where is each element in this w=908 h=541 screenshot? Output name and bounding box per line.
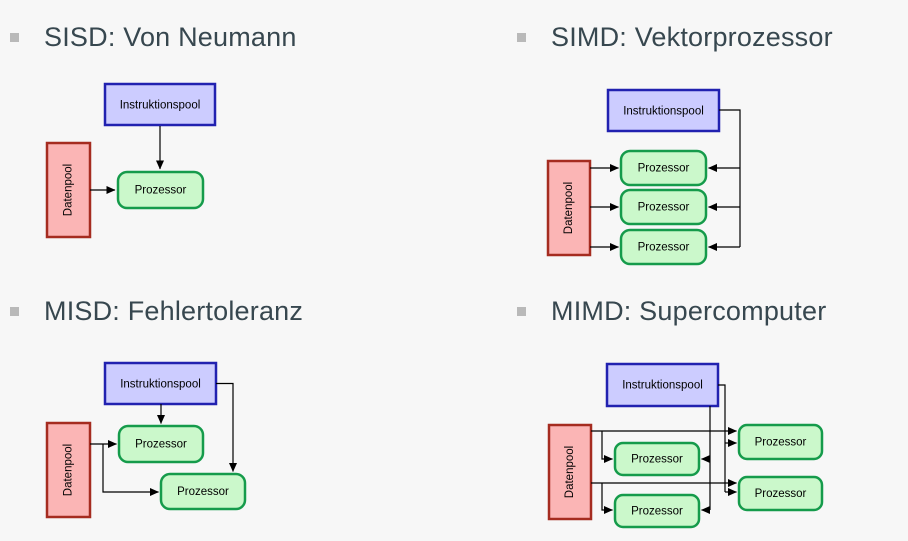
section-title-simd: SIMD: Vektorprozessor: [517, 22, 833, 53]
bullet-square-icon: [517, 33, 526, 42]
instruction-pool-box: [606, 88, 721, 133]
section-title-misd-text: MISD: Fehlertoleranz: [44, 296, 304, 326]
instruction-pool-label: Instruktionspool: [623, 106, 704, 118]
processor-label: Prozessor: [631, 506, 683, 518]
processor-box: [159, 472, 247, 511]
processor-box: [613, 441, 701, 477]
processor-label: Prozessor: [638, 202, 690, 214]
instruction-pool-label: Instruktionspool: [120, 100, 201, 112]
bullet-square-icon: [517, 307, 526, 316]
data-flow-arrow: [601, 431, 613, 463]
processor-box: [613, 493, 701, 529]
section-title-misd: MISD: Fehlertoleranz: [10, 296, 303, 327]
instruction-pool-label: Instruktionspool: [120, 379, 201, 391]
processor-label: Prozessor: [177, 486, 229, 498]
bullet-square-icon: [10, 33, 19, 42]
section-title-mimd: MIMD: Supercomputer: [517, 296, 826, 327]
instruction-pool-box: [103, 82, 217, 127]
processor-box: [619, 149, 708, 187]
processor-box: [619, 188, 708, 226]
data-pool-label: Datenpool: [564, 446, 576, 498]
processor-box: [117, 424, 205, 464]
section-title-mimd-text: MIMD: Supercomputer: [551, 296, 827, 326]
section-title-sisd-text: SISD: Von Neumann: [44, 22, 297, 52]
mimd-diagram: Instruktionspool Datenpool Prozessor Pro…: [547, 362, 824, 529]
data-pool-label: Datenpool: [63, 164, 75, 216]
section-title-sisd: SISD: Von Neumann: [10, 22, 297, 53]
processor-label: Prozessor: [135, 185, 187, 197]
processor-label: Prozessor: [755, 488, 807, 500]
data-flow-arrow: [601, 483, 613, 514]
data-pool-box: [45, 421, 92, 519]
misd-diagram: Instruktionspool Datenpool Prozessor Pro…: [45, 361, 247, 519]
data-pool-label: Datenpool: [63, 444, 75, 496]
bullet-square-icon: [10, 307, 19, 316]
processor-label: Prozessor: [638, 163, 690, 175]
instruction-pool-label: Instruktionspool: [622, 380, 703, 392]
section-title-simd-text: SIMD: Vektorprozessor: [551, 22, 833, 52]
data-flow-arrow: [102, 444, 159, 496]
processor-box: [737, 423, 824, 461]
simd-diagram: Instruktionspool Datenpool Prozessor Pro…: [546, 88, 741, 266]
data-pool-label: Datenpool: [563, 182, 575, 234]
sisd-diagram: Instruktionspool Datenpool Prozessor: [45, 82, 217, 239]
processor-box: [619, 228, 708, 266]
processor-label: Prozessor: [638, 242, 690, 254]
processor-label: Prozessor: [135, 439, 187, 451]
processor-box: [116, 170, 205, 210]
instruction-bus-line: [719, 109, 741, 247]
processor-label: Prozessor: [631, 454, 683, 466]
instruction-pool-box: [605, 362, 720, 408]
processor-box: [737, 475, 824, 512]
instruction-flow-arrow: [216, 382, 237, 472]
processor-label: Prozessor: [755, 437, 807, 449]
data-pool-box: [546, 159, 592, 257]
instruction-bus-line: [718, 384, 726, 492]
data-pool-box: [45, 141, 92, 239]
data-pool-box: [547, 423, 593, 521]
